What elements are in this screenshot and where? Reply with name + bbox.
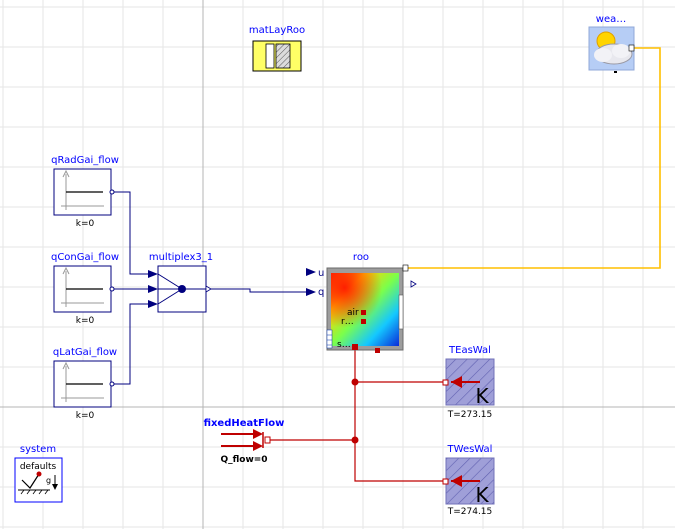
weather-label: wea… bbox=[596, 14, 626, 25]
heat-junction-dot bbox=[351, 436, 359, 444]
room-u-label: u bbox=[318, 268, 324, 279]
room-extra-heat-port[interactable] bbox=[375, 348, 380, 353]
room-q-label: q bbox=[318, 287, 324, 298]
qLatGai_flow-block[interactable]: qLatGai_flow k=0 bbox=[53, 347, 117, 421]
qConGai_flow-block[interactable]: qConGai_flow k=0 bbox=[51, 252, 119, 326]
qLatGai-to-multiplex-connection[interactable] bbox=[113, 303, 152, 385]
weather-sun-cloud-icon bbox=[588, 26, 635, 73]
qLatGai_flow-label: qLatGai_flow bbox=[53, 347, 117, 358]
TEasWal-heat-port[interactable] bbox=[442, 379, 449, 386]
fixed-temperature-icon: K bbox=[445, 358, 495, 408]
qLatGai-output-port[interactable] bbox=[109, 381, 115, 387]
material-layer-icon bbox=[252, 40, 302, 72]
qConGai_flow-param: k=0 bbox=[76, 316, 95, 326]
qConGai-output-port[interactable] bbox=[109, 286, 115, 292]
multiplex-input-port-3[interactable] bbox=[148, 300, 158, 308]
room-rad-heat-port[interactable] bbox=[361, 319, 366, 324]
system-label: system bbox=[20, 444, 56, 455]
svg-text:K: K bbox=[475, 483, 489, 507]
multiplex-output-port[interactable] bbox=[205, 285, 212, 293]
svg-text:defaults: defaults bbox=[20, 462, 57, 472]
fixedHeatFlow-param: Q_flow=0 bbox=[220, 455, 267, 465]
room-surf-heat-port[interactable] bbox=[352, 344, 358, 350]
room-q-input-port[interactable] bbox=[306, 288, 316, 296]
qRadGai_flow-block[interactable]: qRadGai_flow k=0 bbox=[51, 155, 119, 229]
room-air-label: air bbox=[347, 308, 359, 318]
svg-text:K: K bbox=[475, 384, 489, 408]
multiplex3_1-block[interactable]: multiplex3_1 bbox=[148, 252, 213, 313]
TWesWal-label: TWesWal bbox=[447, 444, 493, 455]
heat-junction-dot bbox=[351, 378, 359, 386]
room-u-input-port[interactable] bbox=[306, 268, 316, 276]
room-surf-label: s… bbox=[337, 340, 351, 350]
weather-block[interactable]: wea… bbox=[588, 14, 635, 73]
system-defaults-icon: defaults g bbox=[14, 457, 63, 503]
room-rad-label: r… bbox=[341, 317, 354, 327]
svg-text:g: g bbox=[46, 476, 51, 485]
TWesWal-param: T=274.15 bbox=[447, 507, 493, 517]
TWesWal-heat-port[interactable] bbox=[442, 478, 449, 485]
qLatGai_flow-param: k=0 bbox=[76, 411, 95, 421]
connections bbox=[113, 47, 661, 482]
TWesWal-block[interactable]: TWesWal K T=274.15 bbox=[442, 444, 495, 517]
multiplex-input-port-2[interactable] bbox=[148, 285, 158, 293]
qRadGai-to-multiplex-connection[interactable] bbox=[113, 191, 152, 275]
room-output-port[interactable] bbox=[410, 280, 417, 288]
weather-bus-port[interactable] bbox=[628, 44, 635, 52]
qRadGai_flow-label: qRadGai_flow bbox=[51, 155, 119, 166]
matLayRoo-label: matLayRoo bbox=[249, 25, 305, 36]
room-surface-heat-connection[interactable] bbox=[270, 348, 445, 482]
room-weather-bus-port[interactable] bbox=[402, 264, 409, 272]
roo-label: roo bbox=[353, 252, 369, 263]
heat-flow-arrows-icon bbox=[221, 429, 264, 451]
multiplex-icon bbox=[157, 265, 207, 313]
qRadGai_flow-param: k=0 bbox=[76, 219, 95, 229]
constant-source-icon bbox=[53, 265, 112, 313]
system-block[interactable]: system defaults g bbox=[14, 444, 63, 503]
roo-block[interactable]: roo u q air r… s… bbox=[306, 252, 417, 353]
TEasWal-param: T=273.15 bbox=[447, 410, 493, 420]
multiplex3_1-label: multiplex3_1 bbox=[149, 252, 213, 263]
qRadGai-output-port[interactable] bbox=[109, 189, 115, 195]
TEasWal-label: TEasWal bbox=[448, 345, 491, 356]
constant-source-icon bbox=[53, 360, 112, 408]
matLayRoo-block[interactable]: matLayRoo bbox=[249, 25, 305, 72]
weather-bus-connection[interactable] bbox=[404, 47, 661, 269]
qConGai_flow-label: qConGai_flow bbox=[51, 252, 119, 263]
constant-source-icon bbox=[53, 168, 112, 216]
fixed-temperature-icon: K bbox=[445, 457, 495, 507]
TEasWal-block[interactable]: TEasWal K T=273.15 bbox=[442, 345, 495, 420]
multiplex-input-port-1[interactable] bbox=[148, 270, 158, 278]
fixedHeatFlow-port[interactable] bbox=[264, 436, 271, 444]
fixedHeatFlow-label: fixedHeatFlow bbox=[204, 418, 285, 429]
multiplex-to-room-q-connection[interactable] bbox=[210, 288, 306, 293]
fixedHeatFlow-block[interactable]: fixedHeatFlow Q_flow=0 bbox=[204, 418, 285, 465]
room-heatmap-icon bbox=[326, 267, 404, 351]
room-air-heat-port[interactable] bbox=[361, 310, 366, 315]
